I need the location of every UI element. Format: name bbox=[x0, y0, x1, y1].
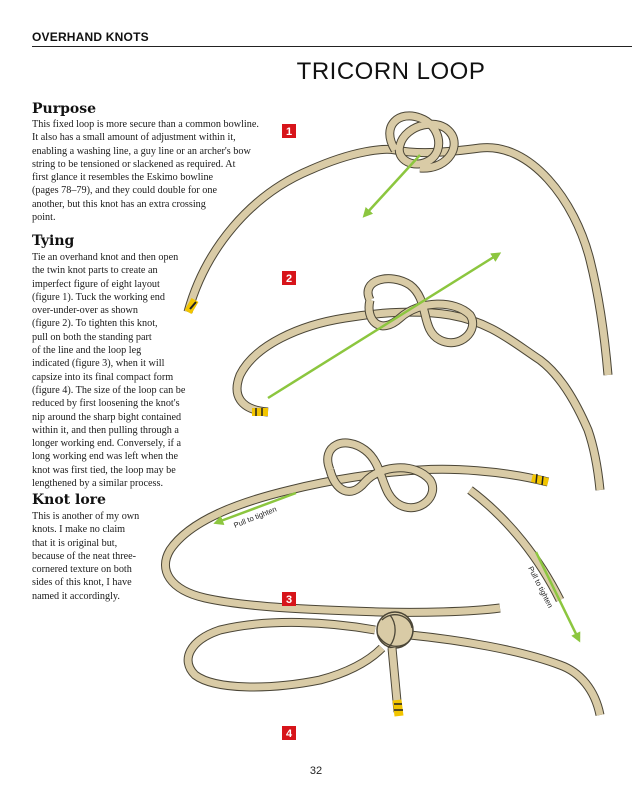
figure-4-badge: 4 bbox=[282, 726, 296, 740]
tying-line: knot was first tied, the loop may be bbox=[32, 464, 176, 476]
tying-line: within it, and then pulling through a bbox=[32, 424, 179, 436]
knot-lore-text: This is another of my own knots. I make … bbox=[32, 510, 152, 603]
tying-line: capsize into its final compact form bbox=[32, 371, 174, 383]
header-rule bbox=[32, 46, 632, 47]
figure-3-arrow-left bbox=[213, 491, 297, 525]
purpose-line: string to be tensioned or slackened as r… bbox=[32, 158, 236, 170]
tying-line: (figure 1). Tuck the working end bbox=[32, 291, 165, 303]
section-header: OVERHAND KNOTS bbox=[32, 30, 149, 44]
purpose-line: another, but this knot has an extra cros… bbox=[32, 198, 206, 210]
tying-line: of the line and the loop leg bbox=[32, 345, 142, 357]
purpose-line: (pages 78–79), and they could double for… bbox=[32, 185, 218, 197]
figure-3-number: 3 bbox=[286, 594, 292, 606]
tying-line: lengthened by a similar process. bbox=[32, 478, 163, 490]
purpose-line: point. bbox=[32, 212, 56, 224]
knot-lore-line: because of the neat three- bbox=[32, 550, 137, 562]
figure-4-number: 4 bbox=[286, 728, 293, 740]
tying-line: reduced by first loosening the knot's bbox=[32, 398, 180, 410]
figure-3-badge: 3 bbox=[282, 592, 296, 606]
knot-lore-heading: Knot lore bbox=[32, 492, 106, 508]
tying-line: indicated (figure 3), when it will bbox=[32, 358, 165, 370]
figure-2-number: 2 bbox=[286, 273, 292, 285]
purpose-line: This fixed loop is more secure than a co… bbox=[32, 119, 259, 130]
tying-line: nip around the sharp bight contained bbox=[32, 411, 182, 423]
purpose-heading: Purpose bbox=[32, 101, 96, 117]
knot-lore-line: This is another of my own bbox=[32, 511, 140, 522]
tying-line: the twin knot parts to create an bbox=[32, 265, 158, 277]
figure-2-badge: 2 bbox=[282, 271, 296, 285]
knot-lore-line: that it is original but, bbox=[32, 537, 118, 549]
knot-lore-line: named it accordingly. bbox=[32, 590, 120, 602]
figure-1-number: 1 bbox=[286, 126, 292, 138]
tying-line: over-under-over as shown bbox=[32, 305, 138, 317]
figure-1-rope bbox=[183, 111, 613, 376]
figure-1-badge: 1 bbox=[282, 124, 296, 138]
tying-line: longer working end. Conversely, if a bbox=[32, 438, 182, 450]
figure-2-arrow bbox=[267, 252, 502, 400]
figure-3-rope bbox=[161, 438, 565, 617]
knot-lore-line: sides of this knot, I have bbox=[32, 577, 132, 589]
figure-3-arrow-right bbox=[534, 551, 581, 643]
purpose-line: enabling a washing line, a guy line or a… bbox=[32, 145, 251, 157]
tying-line: Tie an overhand knot and then open bbox=[32, 252, 179, 263]
knot-lore-line: cornered texture on both bbox=[32, 564, 132, 576]
tying-line: (figure 4). The size of the loop can be bbox=[32, 384, 186, 396]
tying-line: (figure 2). To tighten this knot, bbox=[32, 318, 158, 330]
figure-2-rope bbox=[232, 274, 605, 491]
purpose-line: It also has a small amount of adjustment… bbox=[32, 132, 236, 144]
purpose-text: This fixed loop is more secure than a co… bbox=[32, 118, 272, 224]
page-title: TRICORN LOOP bbox=[296, 58, 486, 85]
figure-4-rope bbox=[183, 611, 605, 717]
tying-heading: Tying bbox=[32, 233, 75, 249]
figure-1-arrow bbox=[362, 154, 421, 218]
purpose-line: first glance it resembles the Eskimo bow… bbox=[32, 172, 214, 184]
tying-text: Tie an overhand knot and then open the t… bbox=[32, 251, 228, 490]
page-number: 32 bbox=[309, 765, 323, 777]
tying-line: long working end was left when the bbox=[32, 451, 178, 463]
tying-line: imperfect figure of eight layout bbox=[32, 278, 160, 290]
tying-line: pull on both the standing part bbox=[32, 331, 152, 343]
knot-lore-line: knots. I make no claim bbox=[32, 524, 126, 536]
